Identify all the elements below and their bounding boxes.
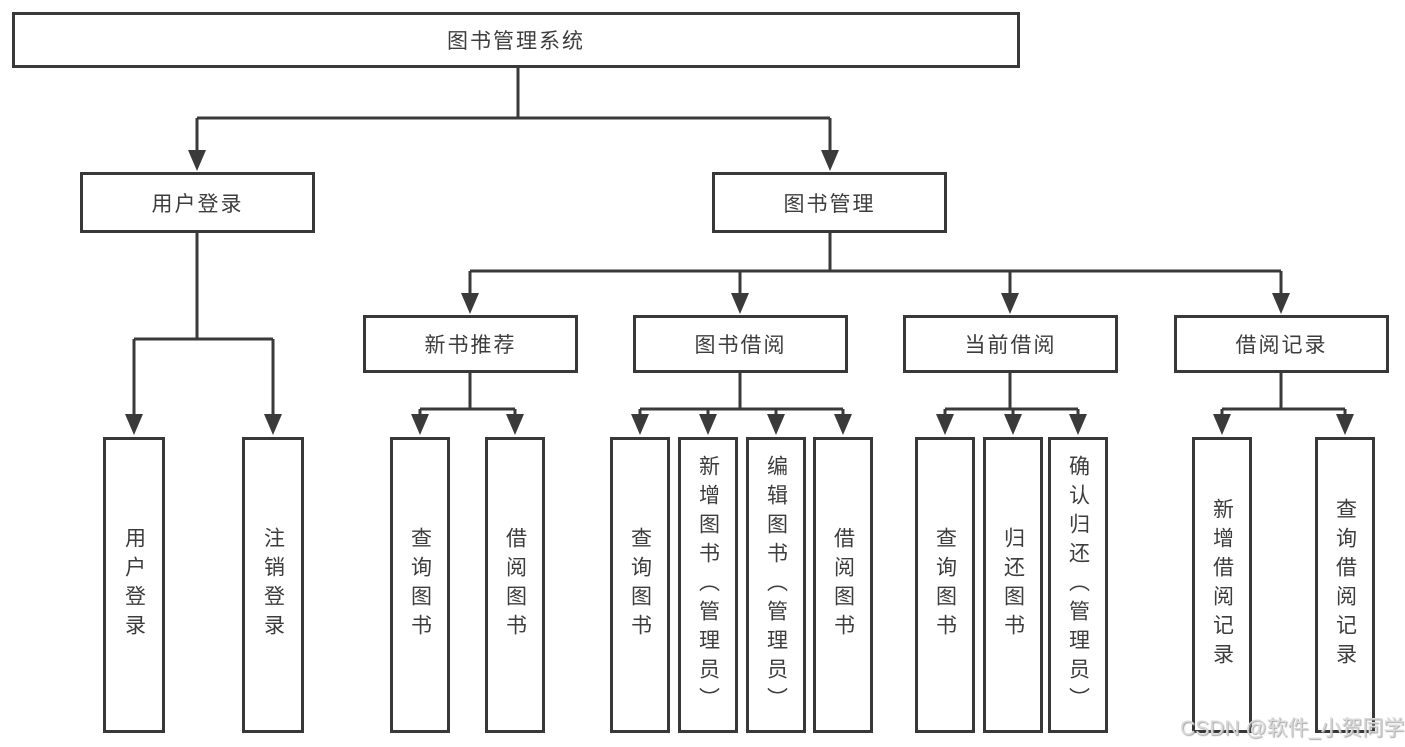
node-book-borrow: 图书借阅 bbox=[633, 315, 848, 373]
node-root: 图书管理系统 bbox=[12, 12, 1020, 68]
leaf-user-login: 用户登录 bbox=[103, 437, 165, 733]
node-current-borrow-label: 当前借阅 bbox=[964, 334, 1057, 357]
node-book-management: 图书管理 bbox=[712, 172, 947, 233]
arrowhead-leaf-query-borrow-record bbox=[1336, 414, 1354, 435]
connector-user-login-children bbox=[132, 233, 275, 417]
node-user-login: 用户登录 bbox=[80, 172, 315, 233]
leaf-add-book-admin-label: 新增图书（管理员） bbox=[696, 454, 720, 716]
arrowhead-leaf-return-book bbox=[1004, 414, 1022, 435]
leaf-query-books-3: 查询图书 bbox=[915, 437, 975, 733]
leaf-add-borrow-record: 新增借阅记录 bbox=[1192, 437, 1252, 733]
leaf-query-borrow-record-label: 查询借阅记录 bbox=[1333, 498, 1357, 672]
leaf-add-book-admin: 新增图书（管理员） bbox=[678, 437, 738, 733]
arrowhead-leaf-borrow-books-1 bbox=[506, 414, 524, 435]
leaf-borrow-books-2: 借阅图书 bbox=[813, 437, 873, 733]
connector-book-management-children bbox=[468, 233, 1283, 296]
arrowhead-leaf-query-books-1 bbox=[411, 414, 429, 435]
leaf-query-books-2-label: 查询图书 bbox=[628, 527, 652, 643]
node-borrow-records: 借阅记录 bbox=[1174, 315, 1389, 373]
leaf-confirm-return-admin-label: 确认归还（管理员） bbox=[1066, 454, 1090, 716]
leaf-borrow-books-2-label: 借阅图书 bbox=[831, 527, 855, 643]
connector-book-borrow-children bbox=[638, 373, 845, 418]
node-book-management-label: 图书管理 bbox=[783, 192, 876, 216]
arrowhead-borrow-records bbox=[1272, 293, 1290, 314]
node-user-login-label: 用户登录 bbox=[151, 192, 244, 216]
leaf-query-books-1: 查询图书 bbox=[390, 437, 450, 733]
leaf-query-borrow-record: 查询借阅记录 bbox=[1315, 437, 1375, 733]
arrowhead-leaf-confirm-return bbox=[1069, 414, 1087, 435]
arrowhead-leaf-add-book bbox=[699, 414, 717, 435]
arrowhead-leaf-edit-book bbox=[767, 414, 785, 435]
node-new-book-recommend: 新书推荐 bbox=[363, 315, 578, 373]
leaf-logout: 注销登录 bbox=[242, 437, 304, 733]
leaf-user-login-label: 用户登录 bbox=[122, 527, 146, 643]
watermark-text: CSDN @软件_小贺同学 bbox=[1180, 717, 1405, 740]
node-current-borrow: 当前借阅 bbox=[903, 315, 1118, 373]
arrowhead-leaf-borrow-books-2 bbox=[834, 414, 852, 435]
leaf-logout-label: 注销登录 bbox=[261, 527, 285, 643]
leaf-query-books-2: 查询图书 bbox=[610, 437, 670, 733]
connector-new-book-recommend-children bbox=[418, 373, 517, 418]
leaf-borrow-books-1: 借阅图书 bbox=[485, 437, 545, 733]
arrowhead-leaf-query-books-3 bbox=[936, 414, 954, 435]
leaf-add-borrow-record-label: 新增借阅记录 bbox=[1210, 498, 1234, 672]
arrowhead-current-borrow bbox=[1001, 293, 1019, 314]
leaf-return-book-label: 归还图书 bbox=[1001, 527, 1025, 643]
leaf-query-books-1-label: 查询图书 bbox=[408, 527, 432, 643]
arrowhead-book-borrow bbox=[731, 293, 749, 314]
connector-root-to-level2 bbox=[195, 68, 832, 153]
leaf-return-book: 归还图书 bbox=[983, 437, 1043, 733]
connector-current-borrow-children bbox=[943, 373, 1080, 418]
leaf-confirm-return-admin: 确认归还（管理员） bbox=[1048, 437, 1108, 733]
arrowhead-user-login bbox=[188, 150, 206, 171]
arrowhead-new-book-recommend bbox=[461, 293, 479, 314]
leaf-query-books-3-label: 查询图书 bbox=[933, 527, 957, 643]
leaf-edit-book-admin-label: 编辑图书（管理员） bbox=[764, 454, 788, 716]
arrowhead-leaf-query-books-2 bbox=[631, 414, 649, 435]
connector-borrow-records-children bbox=[1220, 373, 1347, 418]
node-root-label: 图书管理系统 bbox=[447, 30, 585, 53]
arrowhead-leaf-user-login bbox=[125, 414, 143, 435]
node-borrow-records-label: 借阅记录 bbox=[1235, 334, 1328, 357]
arrowhead-leaf-logout bbox=[264, 414, 282, 435]
arrowhead-leaf-add-borrow-record bbox=[1213, 414, 1231, 435]
node-book-borrow-label: 图书借阅 bbox=[694, 334, 787, 357]
leaf-borrow-books-1-label: 借阅图书 bbox=[503, 527, 527, 643]
leaf-edit-book-admin: 编辑图书（管理员） bbox=[746, 437, 806, 733]
node-new-book-recommend-label: 新书推荐 bbox=[424, 334, 517, 357]
arrowhead-book-management bbox=[821, 150, 839, 171]
